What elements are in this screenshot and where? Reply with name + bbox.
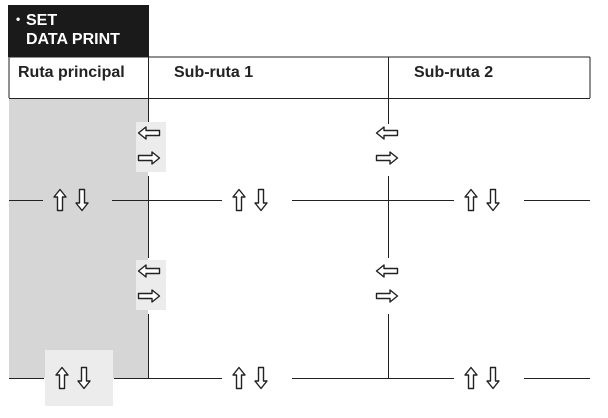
up-down-arrows-icon — [232, 366, 268, 390]
title-line-2: DATA PRINT — [26, 31, 120, 48]
arrow-highlight-box — [45, 350, 113, 406]
left-right-arrows-icon — [136, 122, 166, 172]
left-right-arrows-icon — [375, 264, 399, 303]
main-route-shading — [9, 98, 148, 378]
column-header-sub-route-1: Sub-ruta 1 — [174, 64, 254, 81]
left-right-arrows-icon — [136, 260, 166, 310]
up-down-arrows-icon — [232, 188, 268, 212]
up-down-arrows-icon — [464, 188, 500, 212]
header-row-lines — [8, 56, 591, 99]
column-dividers — [148, 5, 389, 378]
up-down-arrows-icon — [464, 366, 500, 390]
left-right-arrows-icon — [375, 126, 399, 165]
column-header-sub-route-2: Sub-ruta 2 — [414, 64, 494, 81]
title-line-1: SET — [16, 10, 149, 30]
route-row-lines — [9, 200, 590, 379]
set-data-print-title: SET DATA PRINT — [8, 5, 149, 57]
column-header-main-route: Ruta principal — [18, 64, 125, 81]
